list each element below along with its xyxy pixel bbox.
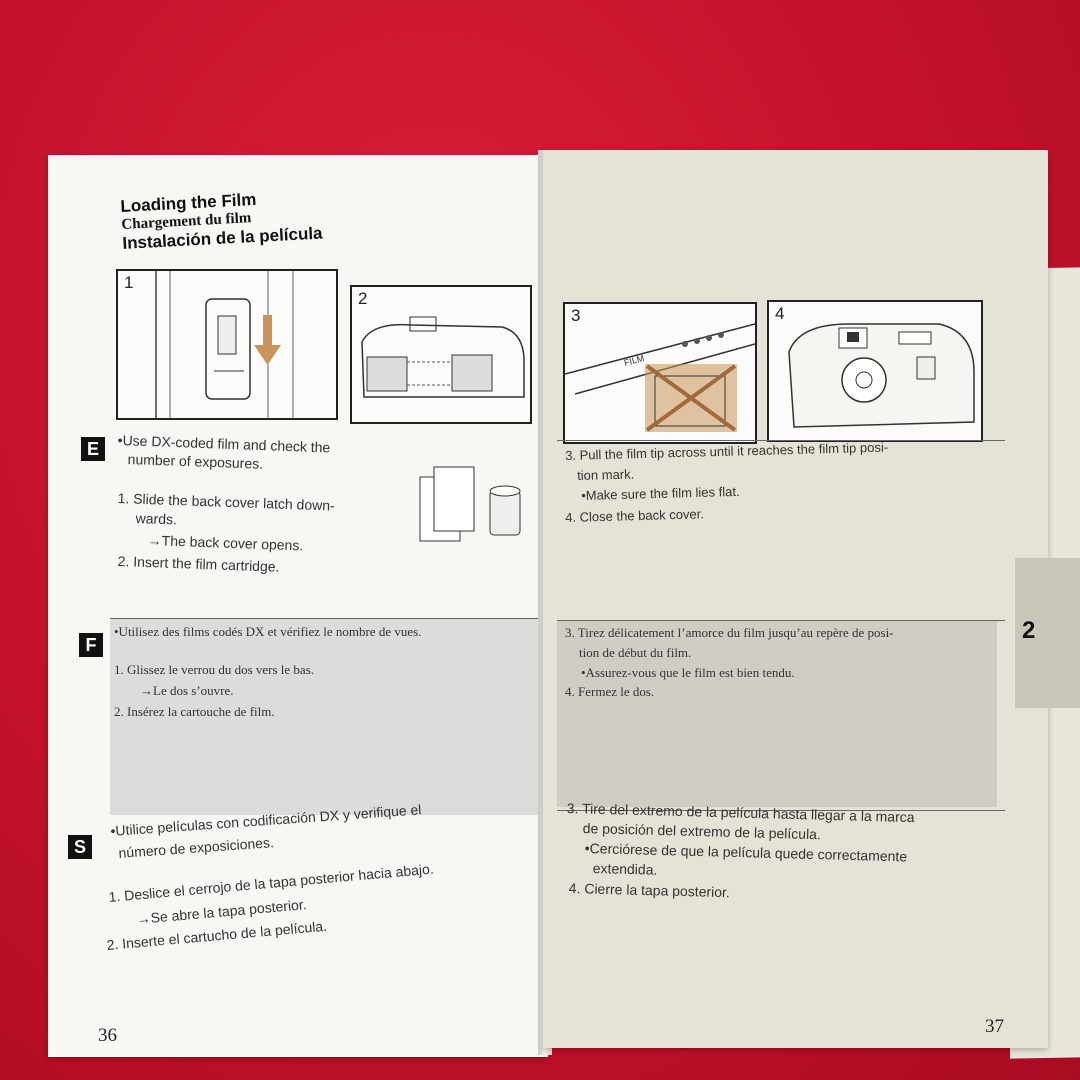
fr-step-2: 2. Insérez la cartouche de film. (114, 704, 275, 719)
en-step-3-cont: tion mark. (577, 466, 635, 483)
page-number-left: 36 (98, 1025, 117, 1046)
language-badge-spanish: S (68, 835, 92, 859)
fr-step-3: 3. Tirez délicatement l’amorce du film j… (565, 625, 894, 640)
fr-step-1: 1. Glissez le verrou du dos vers le bas. (114, 662, 315, 677)
section-divider (110, 618, 538, 619)
figure-3: 3 FILM (563, 302, 757, 444)
es-step-3-note-cont: extendida. (592, 860, 658, 878)
section-divider (557, 620, 1005, 621)
figure-2: 2 (350, 285, 532, 424)
french-section-shade (110, 619, 538, 815)
section-divider (557, 810, 1005, 811)
en-bullet-cont: number of exposures. (127, 451, 264, 472)
fr-step-1-result: →Le dos s’ouvre. (140, 683, 234, 698)
title-block: Loading the Film Chargement du film Inst… (120, 187, 323, 254)
figure-number: 1 (124, 273, 134, 292)
language-badge-french: F (79, 633, 103, 657)
en-step-1-result: →The back cover opens. (147, 532, 304, 554)
en-step-3-note: •Make sure the film lies flat. (581, 483, 740, 503)
es-step-3-cont: de posición del extremo de la película. (582, 820, 822, 843)
fr-step-4: 4. Fermez le dos. (565, 684, 655, 699)
figure-4: 4 (767, 300, 983, 442)
chapter-number: 2 (1022, 617, 1036, 644)
en-step-1-cont: wards. (135, 510, 178, 528)
fr-step-3-cont: tion de début du film. (579, 645, 692, 660)
language-badge-english: E (81, 437, 105, 461)
open-camera-illustration (361, 316, 525, 398)
en-step-2: 2. Insert the film cartridge. (117, 553, 280, 575)
page-number-right: 37 (985, 1016, 1004, 1037)
es-bullet-cont: número de exposiciones. (118, 834, 275, 861)
chapter-tab (1015, 558, 1080, 708)
right-page: 3 FILM 4 3. Pull the film tip across unt… (543, 150, 1048, 1048)
figure-1: 1 (116, 269, 338, 420)
en-step-4: 4. Close the back cover. (565, 506, 705, 525)
french-section-shade (557, 621, 997, 807)
film-tip-illustration: FILM (565, 323, 755, 432)
fr-bullet: •Utilisez des films codés DX et vérifiez… (114, 624, 422, 639)
es-step-4: 4. Cierre la tapa posterior. (568, 880, 731, 901)
figure-number: 2 (358, 289, 368, 308)
left-page: Loading the Film Chargement du film Inst… (48, 155, 548, 1057)
section-divider (557, 440, 1005, 441)
closed-camera-illustration (788, 323, 975, 428)
back-cover-latch-illustration (155, 271, 294, 418)
fr-step-3-note: •Assurez-vous que le film est bien tendu… (581, 665, 795, 680)
figure-number: 4 (775, 304, 785, 323)
film-cartridge-illustration (419, 466, 521, 542)
figure-number: 3 (571, 306, 581, 325)
svg-text:FILM: FILM (623, 353, 645, 368)
